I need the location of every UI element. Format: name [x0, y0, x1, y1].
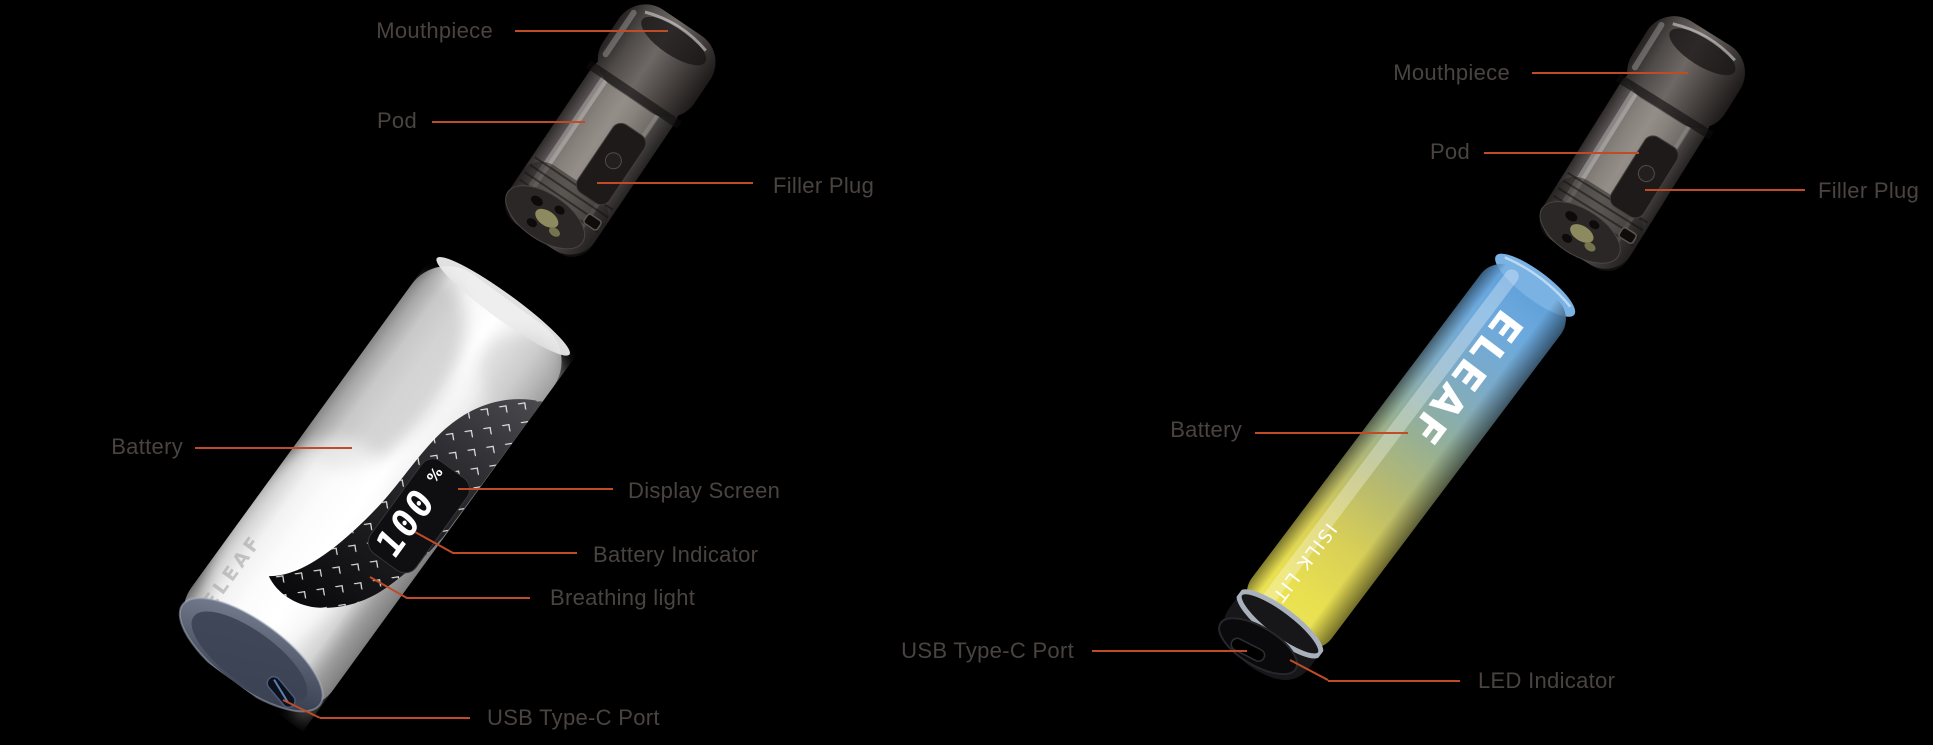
leader-battery-indicator — [453, 552, 577, 554]
pod-connector — [1539, 201, 1637, 264]
label-left-battery: Battery — [111, 434, 183, 459]
right-pod-illustration — [1539, 16, 1746, 272]
mouthpiece-cap — [585, 4, 716, 129]
leader-right-usb — [1092, 650, 1247, 652]
usb-type-c-port — [1230, 637, 1266, 662]
label-right-usb-port: USB Type-C Port — [901, 638, 1074, 663]
label-left-filler-plug: Filler Plug — [773, 173, 875, 198]
right-battery-illustration: ELEAF ISILK LITE — [1218, 253, 1576, 680]
leader-left-usb — [320, 717, 470, 719]
leader-right-pod — [1484, 152, 1639, 154]
left-pod-illustration — [504, 4, 716, 257]
leader-left-filler-plug — [597, 182, 753, 184]
pod-connector — [505, 185, 602, 250]
leader-right-mouthpiece — [1532, 72, 1688, 74]
battery-body — [1246, 253, 1576, 649]
label-breathing-light: Breathing light — [550, 585, 696, 610]
label-right-pod: Pod — [1429, 139, 1470, 164]
leader-left-battery — [195, 447, 352, 449]
leader-left-pod — [432, 121, 585, 123]
label-left-mouthpiece: Mouthpiece — [376, 18, 493, 43]
bottom-cap — [1218, 589, 1324, 680]
filler-plug — [1609, 135, 1679, 219]
leader-left-mouthpiece — [515, 30, 668, 32]
label-right-filler-plug: Filler Plug — [1818, 178, 1920, 203]
leader-display-screen — [458, 488, 613, 490]
battery-bottom-face — [178, 597, 324, 713]
usb-type-c-port — [266, 675, 296, 709]
leader-led-indicator — [1328, 680, 1460, 682]
leader-breathing-light — [407, 597, 530, 599]
label-right-mouthpiece: Mouthpiece — [1393, 60, 1510, 85]
label-right-battery: Battery — [1170, 417, 1242, 442]
leader-right-filler-plug — [1645, 189, 1805, 191]
leader-right-battery — [1255, 432, 1408, 434]
filler-plug — [575, 122, 647, 206]
label-battery-indicator: Battery Indicator — [593, 542, 759, 567]
label-led-indicator: LED Indicator — [1478, 668, 1616, 693]
label-display-screen: Display Screen — [628, 478, 781, 503]
label-left-pod: Pod — [376, 108, 417, 133]
left-battery-illustration: 100 % ELEAF — [178, 256, 570, 726]
label-left-usb-port: USB Type-C Port — [487, 705, 660, 730]
